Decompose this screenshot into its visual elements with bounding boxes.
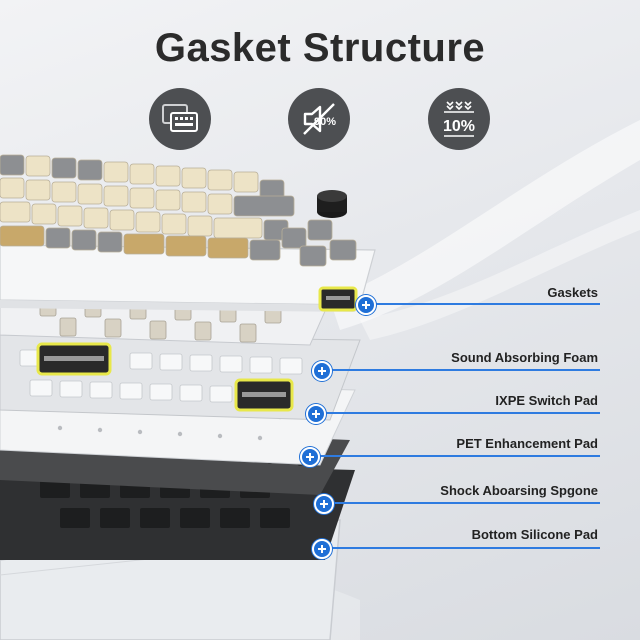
keyboard-keycap-icon (149, 88, 211, 150)
plus-marker-icon[interactable] (312, 361, 332, 381)
keycaps (0, 154, 357, 267)
callout-line-ixpe-switch-pad (314, 412, 600, 414)
label-bottom-silicone-pad: Bottom Silicone Pad (471, 527, 598, 542)
noise-reduction-value: 90% (314, 116, 336, 128)
callout-line-sound-absorbing-foam (320, 369, 600, 371)
callout-line-gaskets (364, 303, 600, 305)
layer-sound-absorbing-foam (0, 334, 361, 421)
label-pet-enhancement-pad: PET Enhancement Pad (456, 436, 598, 451)
label-shock-absorbing-sponge: Shock Aboarsing Spgone (440, 483, 598, 498)
plus-marker-icon[interactable] (312, 539, 332, 559)
keyboard-top-case (0, 244, 376, 312)
callout-line-shock-absorbing-sponge (322, 502, 600, 504)
label-ixpe-switch-pad: IXPE Switch Pad (495, 393, 598, 408)
noise-reduction-icon: 90% (288, 88, 350, 150)
feature-icons: 90% 10% (0, 88, 640, 150)
plus-marker-icon[interactable] (314, 494, 334, 514)
plus-marker-icon[interactable] (306, 404, 326, 424)
compression-value: 10% (443, 118, 475, 135)
plus-marker-icon[interactable] (356, 295, 376, 315)
callout-line-pet-enhancement-pad (308, 455, 600, 457)
plus-marker-icon[interactable] (300, 447, 320, 467)
label-gaskets: Gaskets (547, 285, 598, 300)
gasket-strip (234, 378, 294, 412)
label-sound-absorbing-foam: Sound Absorbing Foam (451, 350, 598, 365)
callout-line-bottom-silicone-pad (320, 547, 600, 549)
exploded-keyboard-illustration (0, 154, 376, 640)
compression-icon: 10% (428, 88, 490, 150)
volume-knob (317, 190, 347, 218)
gasket-strip (36, 342, 112, 376)
page-title: Gasket Structure (154, 26, 486, 70)
